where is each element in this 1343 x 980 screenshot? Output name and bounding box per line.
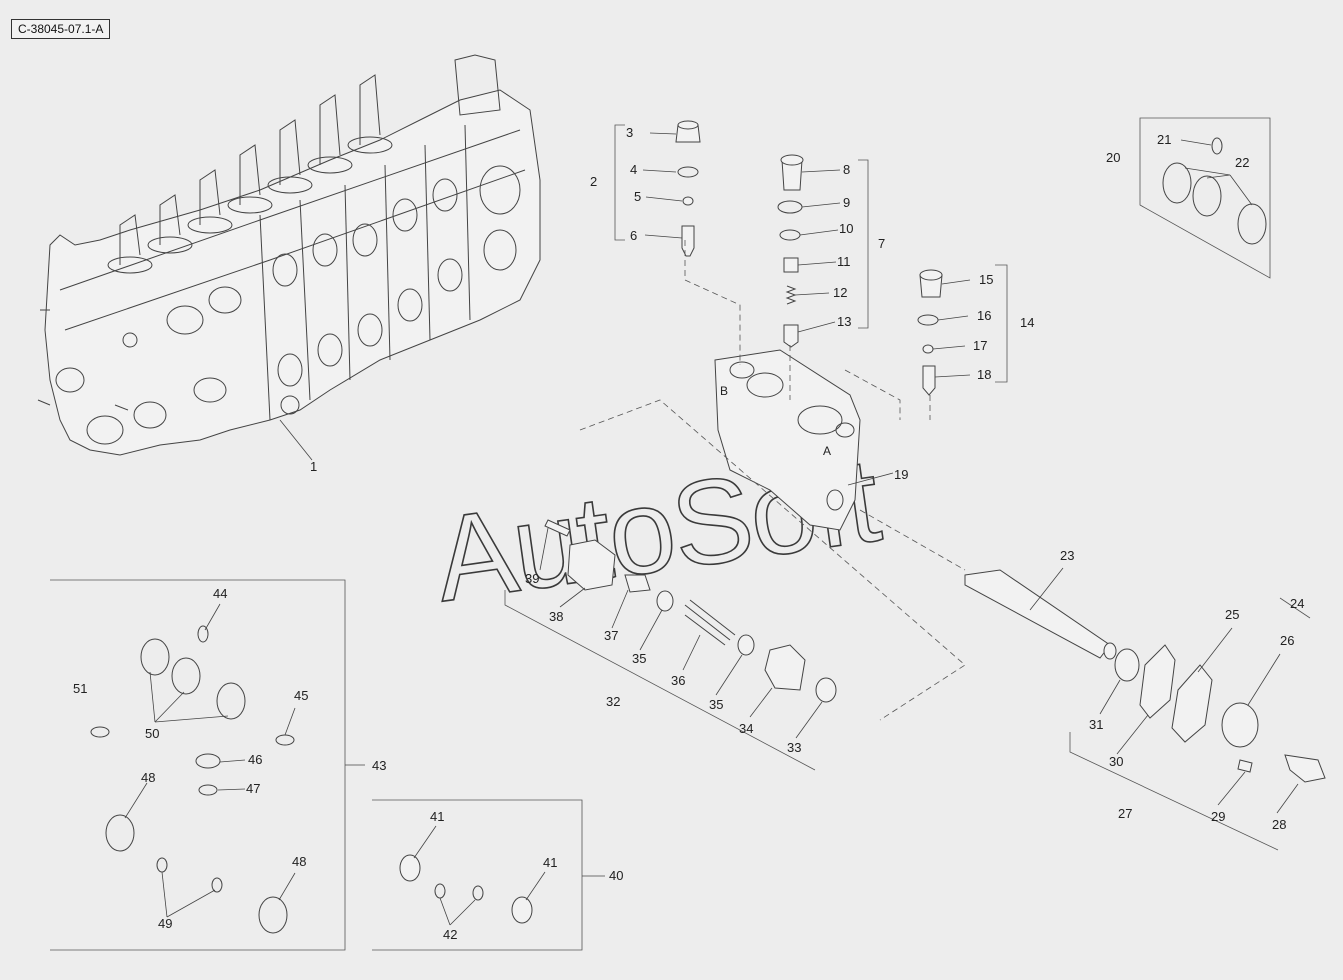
svg-text:A: A xyxy=(823,444,831,458)
callout-46: 46 xyxy=(248,752,262,767)
callout-labels: 1 2 3 4 5 6 7 8 9 10 11 12 13 14 15 16 1… xyxy=(73,125,1304,942)
callout-25: 25 xyxy=(1225,607,1239,622)
callout-28: 28 xyxy=(1272,817,1286,832)
callout-4: 4 xyxy=(630,162,637,177)
callout-47: 47 xyxy=(246,781,260,796)
callout-23: 23 xyxy=(1060,548,1074,563)
callout-37: 37 xyxy=(604,628,618,643)
callout-32: 32 xyxy=(606,694,620,709)
callout-41a: 41 xyxy=(430,809,444,824)
callout-40: 40 xyxy=(609,868,623,883)
callout-8: 8 xyxy=(843,162,850,177)
callout-6: 6 xyxy=(630,228,637,243)
callout-35b: 35 xyxy=(709,697,723,712)
callout-21: 21 xyxy=(1157,132,1171,147)
callout-18: 18 xyxy=(977,367,991,382)
callout-50: 50 xyxy=(145,726,159,741)
callout-45: 45 xyxy=(294,688,308,703)
group-brackets xyxy=(50,117,1311,951)
callout-20: 20 xyxy=(1106,150,1120,165)
diagram-reference-code: C-38045-07.1-A xyxy=(11,19,111,39)
callout-34: 34 xyxy=(739,721,753,736)
svg-text:B: B xyxy=(720,384,728,398)
callout-33: 33 xyxy=(787,740,801,755)
callout-42: 42 xyxy=(443,927,457,942)
callout-27: 27 xyxy=(1118,806,1132,821)
callout-11: 11 xyxy=(837,254,851,269)
callout-41b: 41 xyxy=(543,855,557,870)
callout-15: 15 xyxy=(979,272,993,287)
callout-38: 38 xyxy=(549,609,563,624)
callout-30: 30 xyxy=(1109,754,1123,769)
callout-7: 7 xyxy=(878,236,885,251)
callout-39: 39 xyxy=(525,571,539,586)
callout-19: 19 xyxy=(894,467,908,482)
callout-35a: 35 xyxy=(632,651,646,666)
callout-3: 3 xyxy=(626,125,633,140)
callout-26: 26 xyxy=(1280,633,1294,648)
control-valve-block xyxy=(37,54,541,456)
callout-9: 9 xyxy=(843,195,850,210)
callout-36: 36 xyxy=(671,673,685,688)
callout-49: 49 xyxy=(158,916,172,931)
callout-48a: 48 xyxy=(141,770,155,785)
callout-43: 43 xyxy=(372,758,386,773)
callout-12: 12 xyxy=(833,285,847,300)
callout-16: 16 xyxy=(977,308,991,323)
callout-2: 2 xyxy=(590,174,597,189)
leader-lines xyxy=(124,132,1299,926)
callout-24: 24 xyxy=(1290,596,1304,611)
callout-1: 1 xyxy=(310,459,317,474)
callout-10: 10 xyxy=(839,221,853,236)
callout-22: 22 xyxy=(1235,155,1249,170)
callout-48b: 48 xyxy=(292,854,306,869)
callout-51: 51 xyxy=(73,681,87,696)
callout-13: 13 xyxy=(837,314,851,329)
callout-5: 5 xyxy=(634,189,641,204)
callout-17: 17 xyxy=(973,338,987,353)
callout-29: 29 xyxy=(1211,809,1225,824)
callout-31: 31 xyxy=(1089,717,1103,732)
callout-14: 14 xyxy=(1020,315,1034,330)
relief-valve-body: B A xyxy=(714,349,861,531)
callout-44: 44 xyxy=(213,586,227,601)
component-parts xyxy=(90,120,1326,934)
